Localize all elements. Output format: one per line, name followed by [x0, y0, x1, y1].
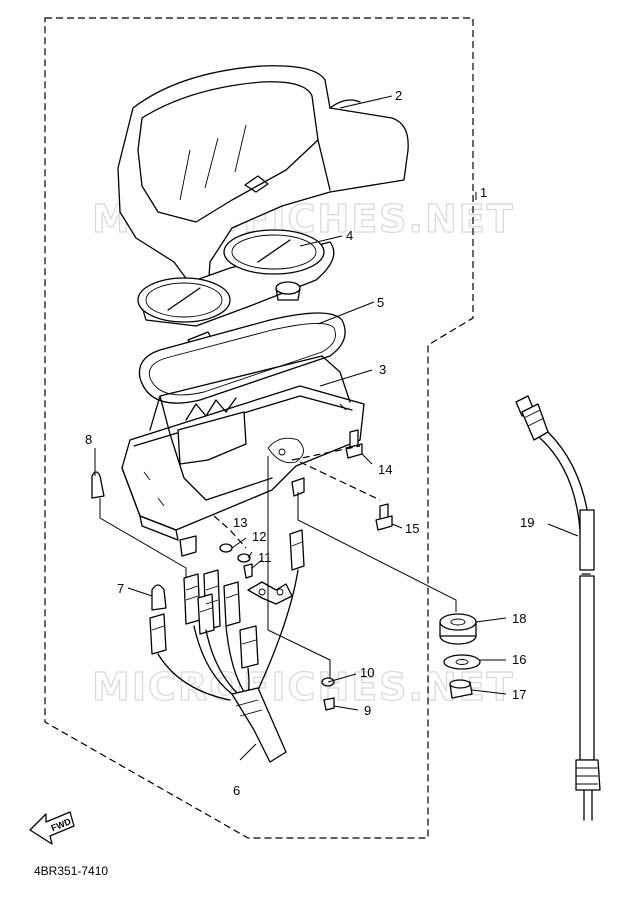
callout-19: 19 [520, 515, 534, 530]
fwd-arrow-icon: FWD [29, 811, 75, 845]
speedometer-cable [515, 395, 601, 821]
callout-3: 3 [379, 362, 386, 377]
callout-4: 4 [346, 228, 353, 243]
leader-lines [94, 95, 579, 761]
meter-case [121, 355, 365, 557]
bulb-7 [151, 584, 167, 611]
screw-9 [323, 697, 335, 711]
callout-1: 1 [480, 185, 487, 200]
bulb-sockets [149, 529, 305, 669]
callout-13: 13 [233, 515, 247, 530]
callout-5: 5 [377, 295, 384, 310]
gasket [138, 312, 346, 404]
callout-18: 18 [512, 611, 526, 626]
callout-6: 6 [233, 783, 240, 798]
callout-12: 12 [252, 529, 266, 544]
screw-15 [375, 503, 393, 531]
callouts: 1 2 3 4 5 6 7 8 9 10 11 12 13 14 15 16 1… [85, 88, 534, 798]
callout-11: 11 [258, 550, 272, 565]
meter-cover [117, 65, 409, 293]
gauge-panel [137, 229, 335, 327]
callout-8: 8 [85, 432, 92, 447]
grommet-18 [439, 613, 477, 645]
wire-harness [157, 569, 299, 763]
callout-14: 14 [378, 462, 392, 477]
washer-16 [443, 654, 481, 670]
bulb-8 [91, 471, 105, 499]
watermark-bottom: MICROFICHES.NET [92, 665, 515, 709]
callout-17: 17 [512, 687, 526, 702]
callout-2: 2 [395, 88, 402, 103]
callout-16: 16 [512, 652, 526, 667]
callout-9: 9 [364, 703, 371, 718]
callout-7: 7 [117, 581, 124, 596]
assembly-boundary [44, 17, 474, 839]
nut-17 [449, 679, 473, 699]
callout-15: 15 [405, 521, 419, 536]
diagram-reference-code: 4BR351-7410 [34, 864, 109, 878]
callout-10: 10 [360, 665, 374, 680]
